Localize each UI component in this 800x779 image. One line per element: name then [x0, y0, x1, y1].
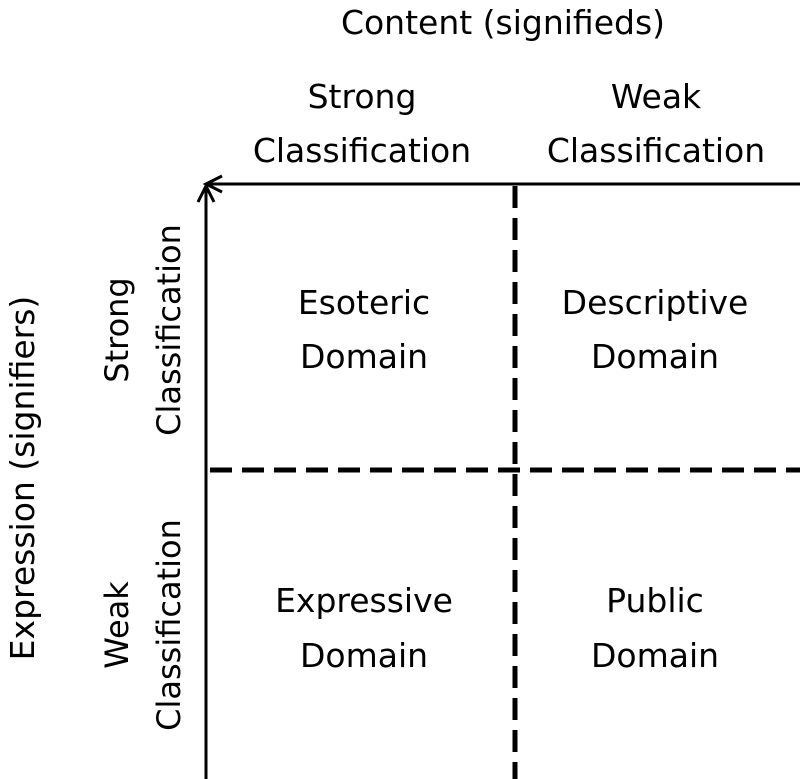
- cell-public-line1: Public: [606, 581, 704, 620]
- vertical-axis-arrow-icon: [196, 182, 216, 203]
- row-header-weak-line2: Classification: [150, 519, 188, 731]
- column-header-strong-line2: Classification: [253, 131, 471, 170]
- content-axis-title: Content (signifieds): [341, 3, 665, 42]
- axes-lines: [196, 174, 800, 779]
- cell-public-line2: Domain: [591, 636, 719, 675]
- cell-expressive-line2: Domain: [300, 636, 428, 675]
- cell-expressive-line1: Expressive: [275, 581, 453, 620]
- cell-esoteric-line1: Esoteric: [298, 283, 430, 322]
- expression-axis-title: Expression (signifiers): [3, 296, 42, 661]
- cell-descriptive-line2: Domain: [591, 337, 719, 376]
- column-header-weak-line2: Classification: [547, 131, 765, 170]
- column-header-strong-line1: Strong: [308, 77, 417, 116]
- column-header-weak-line1: Weak: [611, 77, 702, 116]
- row-header-strong-line2: Classification: [150, 224, 188, 436]
- cell-esoteric-line2: Domain: [300, 337, 428, 376]
- row-header-weak-line1: Weak: [98, 581, 136, 669]
- row-header-strong-line1: Strong: [98, 277, 136, 382]
- cell-descriptive-line1: Descriptive: [562, 283, 749, 322]
